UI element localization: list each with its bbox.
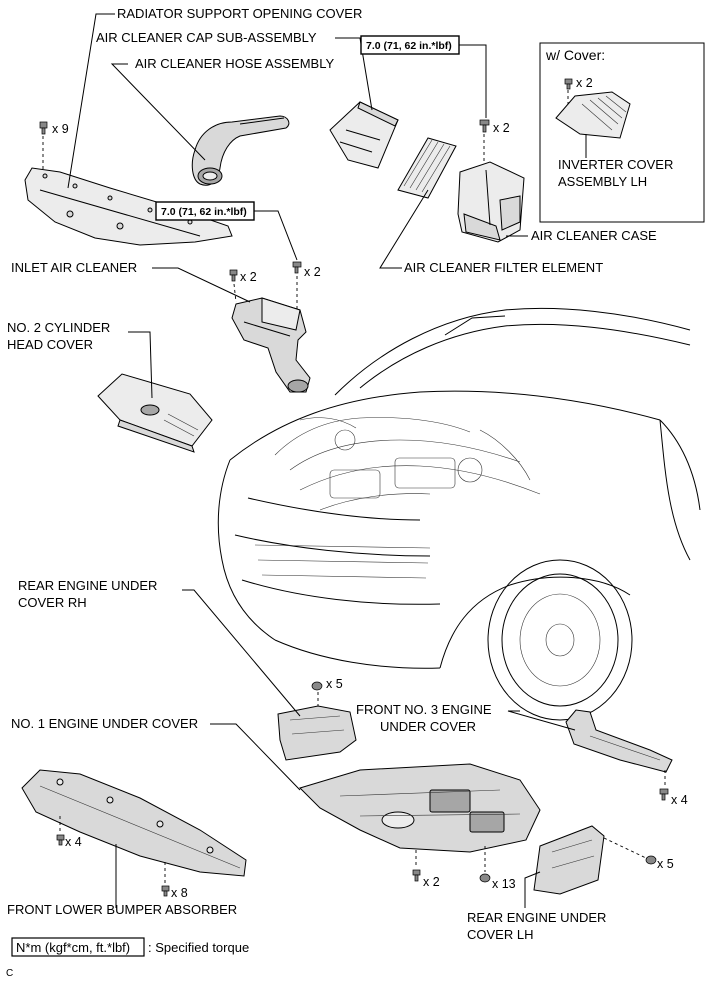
inlet-air-cleaner bbox=[231, 297, 311, 393]
part-labels: RADIATOR SUPPORT OPENING COVER AIR CLEAN… bbox=[7, 6, 673, 942]
count-inlet-right: x 2 bbox=[304, 265, 321, 279]
torque-spec-box-air-cleaner-case: 7.0 (71, 62 in.*lbf) bbox=[360, 35, 460, 55]
label-front-no3-engine-under-cover-2: UNDER COVER bbox=[380, 719, 476, 734]
label-no1-engine-under-cover: NO. 1 ENGINE UNDER COVER bbox=[11, 716, 198, 731]
clip-icon bbox=[39, 121, 48, 135]
label-rear-engine-under-cover-lh-2: COVER LH bbox=[467, 927, 533, 942]
torque-value: 7.0 (71, 62 in.*lbf) bbox=[161, 206, 247, 218]
bolt-icon bbox=[292, 261, 302, 274]
clip-icon bbox=[412, 869, 421, 882]
count-inlet-left: x 2 bbox=[240, 270, 257, 284]
count-no1-left: x 2 bbox=[423, 875, 440, 889]
count-bumper-lower: x 8 bbox=[171, 886, 188, 900]
label-air-cleaner-cap-sub-assembly: AIR CLEANER CAP SUB-ASSEMBLY bbox=[96, 30, 317, 45]
vehicle-front-outline bbox=[217, 307, 701, 721]
label-inverter-cover-2: ASSEMBLY LH bbox=[558, 174, 647, 189]
label-inverter-cover-1: INVERTER COVER bbox=[558, 157, 673, 172]
count-front-no3: x 4 bbox=[671, 793, 688, 807]
label-radiator-support-opening-cover: RADIATOR SUPPORT OPENING COVER bbox=[117, 6, 362, 21]
no1-engine-under-cover bbox=[299, 763, 541, 853]
rear-engine-under-cover-lh bbox=[533, 825, 605, 895]
with-cover-title: w/ Cover: bbox=[545, 47, 605, 63]
fastener-counts: x 9 x 2 x 2 x 2 x 2 x 5 x 4 x 4 x 8 x 2 … bbox=[52, 76, 688, 900]
count-air-cleaner-case: x 2 bbox=[493, 121, 510, 135]
no2-cylinder-head-cover bbox=[97, 373, 213, 453]
label-no2-cylinder-head-cover-2: HEAD COVER bbox=[7, 337, 93, 352]
label-no2-cylinder-head-cover-1: NO. 2 CYLINDER bbox=[7, 320, 110, 335]
rear-engine-under-cover-rh bbox=[277, 705, 357, 761]
bolt-icon bbox=[479, 119, 490, 133]
air-cleaner-cap-sub-assembly bbox=[329, 101, 399, 169]
leader-lines bbox=[67, 13, 576, 908]
legend-symbol: N*m (kgf*cm, ft.*lbf) bbox=[16, 940, 130, 955]
label-rear-engine-under-cover-lh-1: REAR ENGINE UNDER bbox=[467, 910, 606, 925]
clip-icon bbox=[479, 873, 491, 883]
clip-icon bbox=[564, 78, 573, 90]
inverter-cover-assembly-lh bbox=[555, 91, 631, 139]
air-cleaner-case bbox=[457, 161, 525, 243]
label-air-cleaner-filter-element: AIR CLEANER FILTER ELEMENT bbox=[404, 260, 603, 275]
count-rear-lh: x 5 bbox=[657, 857, 674, 871]
count-no1-right: x 13 bbox=[492, 877, 516, 891]
air-cleaner-filter-element bbox=[397, 137, 457, 199]
clip-icon bbox=[645, 855, 657, 865]
clip-icon bbox=[56, 834, 65, 846]
torque-legend: N*m (kgf*cm, ft.*lbf) : Specified torque bbox=[11, 937, 249, 957]
count-rear-rh: x 5 bbox=[326, 677, 343, 691]
label-rear-engine-under-cover-rh-2: COVER RH bbox=[18, 595, 87, 610]
count-inverter-cover: x 2 bbox=[576, 76, 593, 90]
clip-icon bbox=[229, 269, 238, 282]
count-bumper-upper: x 4 bbox=[65, 835, 82, 849]
count-radiator-cover: x 9 bbox=[52, 122, 69, 136]
clip-icon bbox=[161, 885, 170, 897]
label-rear-engine-under-cover-rh-1: REAR ENGINE UNDER bbox=[18, 578, 157, 593]
legend-description: : Specified torque bbox=[148, 940, 249, 955]
label-inlet-air-cleaner: INLET AIR CLEANER bbox=[11, 260, 137, 275]
label-air-cleaner-case: AIR CLEANER CASE bbox=[531, 228, 657, 243]
figure-code: C bbox=[6, 968, 13, 979]
label-front-lower-bumper-absorber: FRONT LOWER BUMPER ABSORBER bbox=[7, 902, 237, 917]
torque-value: 7.0 (71, 62 in.*lbf) bbox=[366, 40, 452, 52]
clip-icon bbox=[311, 681, 323, 691]
label-air-cleaner-hose-assembly: AIR CLEANER HOSE ASSEMBLY bbox=[135, 56, 334, 71]
clip-icon bbox=[659, 788, 669, 801]
front-no3-engine-under-cover bbox=[565, 709, 673, 773]
radiator-support-opening-cover bbox=[24, 167, 233, 246]
air-cleaner-hose-assembly bbox=[191, 115, 290, 186]
label-front-no3-engine-under-cover-1: FRONT NO. 3 ENGINE bbox=[356, 702, 492, 717]
front-lower-bumper-absorber bbox=[21, 769, 247, 877]
torque-spec-box-inlet-air-cleaner: 7.0 (71, 62 in.*lbf) bbox=[155, 201, 255, 221]
with-cover-box bbox=[539, 42, 705, 223]
